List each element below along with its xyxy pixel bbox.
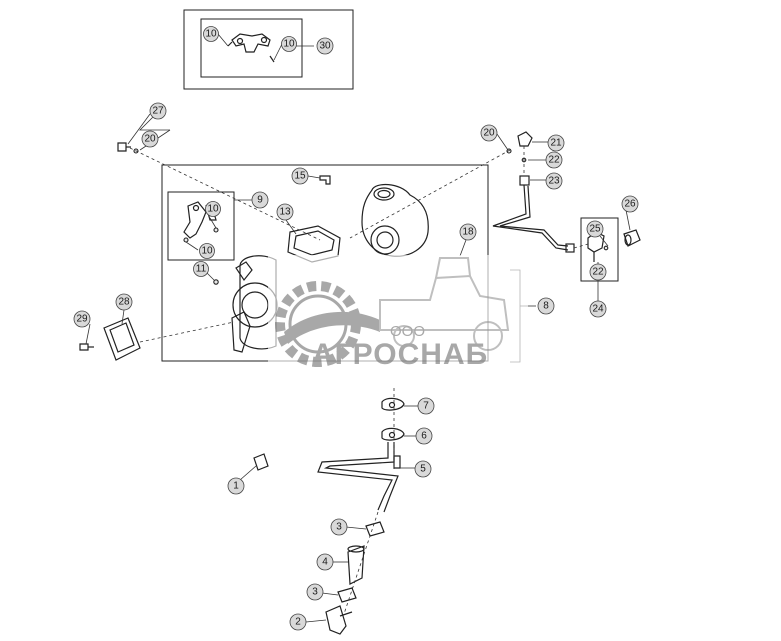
inset-frame-outer [183,9,354,90]
callout-22[interactable]: 22 [589,263,607,281]
svg-text:18: 18 [462,227,474,238]
svg-text:22: 22 [592,267,604,278]
callout-26[interactable]: 26 [621,195,639,213]
svg-text:5: 5 [420,464,426,475]
bracket-subframe [580,217,619,282]
callout-21[interactable]: 21 [547,134,565,152]
svg-text:29: 29 [76,314,88,325]
dash-line [129,147,321,241]
svg-text:3: 3 [312,587,318,598]
svg-text:20: 20 [483,128,495,139]
oil-feed-line [492,131,575,253]
svg-text:10: 10 [205,29,217,40]
svg-text:23: 23 [548,176,560,187]
callout-3[interactable]: 3 [330,518,348,536]
callout-30[interactable]: 30 [316,37,334,55]
callout-2[interactable]: 2 [289,613,307,631]
watermark-name: АГРОСНАБ [312,338,488,371]
svg-text:3: 3 [336,522,342,533]
callout-29[interactable]: 29 [73,310,91,328]
callout-10[interactable]: 10 [203,26,219,42]
callout-9[interactable]: 9 [251,191,269,209]
svg-text:28: 28 [118,297,130,308]
callout-10[interactable]: 10 [281,36,297,52]
actuator-subframe [167,191,235,261]
dash-line [139,321,235,343]
svg-text:4: 4 [322,557,328,568]
callout-13[interactable]: 13 [276,203,294,221]
watermark: ООО АГРОСНАБ [268,255,528,375]
svg-text:13: 13 [279,207,291,218]
callout-4[interactable]: 4 [316,553,334,571]
callout-27[interactable]: 27 [149,102,167,120]
callout-10[interactable]: 10 [199,243,215,259]
callouts: 10 10 30 27 20 20 21 22 23 15 9 13 10 10… [73,26,639,631]
callout-3[interactable]: 3 [306,583,324,601]
svg-text:7: 7 [423,401,429,412]
callout-20[interactable]: 20 [141,130,159,148]
bolt-27 [117,142,139,154]
dash-line [349,149,511,239]
oil-drain-assembly [253,397,405,635]
bolt-11 [213,279,219,285]
callout-11[interactable]: 11 [193,261,209,277]
svg-text:6: 6 [421,431,427,442]
callout-28[interactable]: 28 [115,293,133,311]
watermark-prefix: ООО [390,323,425,340]
callout-15[interactable]: 15 [291,167,309,185]
callout-20[interactable]: 20 [480,124,498,142]
svg-text:27: 27 [152,106,164,117]
callout-18[interactable]: 18 [459,223,477,241]
actuator-linkage-part [227,33,275,63]
callout-8[interactable]: 8 [537,297,555,315]
svg-text:20: 20 [144,134,156,145]
callout-10[interactable]: 10 [205,201,221,217]
dash-line [573,243,589,249]
callout-7[interactable]: 7 [417,397,435,415]
svg-text:8: 8 [543,301,549,312]
callout-22[interactable]: 22 [545,151,563,169]
svg-text:30: 30 [319,41,331,52]
svg-text:1: 1 [233,481,239,492]
callout-24[interactable]: 24 [589,300,607,318]
callout-1[interactable]: 1 [227,477,245,495]
harvester-icon [379,257,510,351]
callout-5[interactable]: 5 [414,460,432,478]
svg-text:24: 24 [592,304,604,315]
callout-6[interactable]: 6 [415,427,433,445]
svg-text:2: 2 [295,617,301,628]
inset-frame-inner [200,18,303,78]
svg-text:10: 10 [283,39,295,50]
svg-text:22: 22 [548,155,560,166]
callout-23[interactable]: 23 [545,172,563,190]
svg-text:21: 21 [550,138,562,149]
svg-text:26: 26 [624,199,636,210]
callout-25[interactable]: 25 [586,220,604,238]
exhaust-gasket [79,317,141,361]
gear-icon [275,281,380,367]
svg-text:15: 15 [294,171,306,182]
svg-text:11: 11 [196,264,207,275]
svg-text:25: 25 [589,224,601,235]
svg-text:9: 9 [257,195,263,206]
svg-text:10: 10 [207,204,219,215]
svg-text:10: 10 [201,246,213,257]
